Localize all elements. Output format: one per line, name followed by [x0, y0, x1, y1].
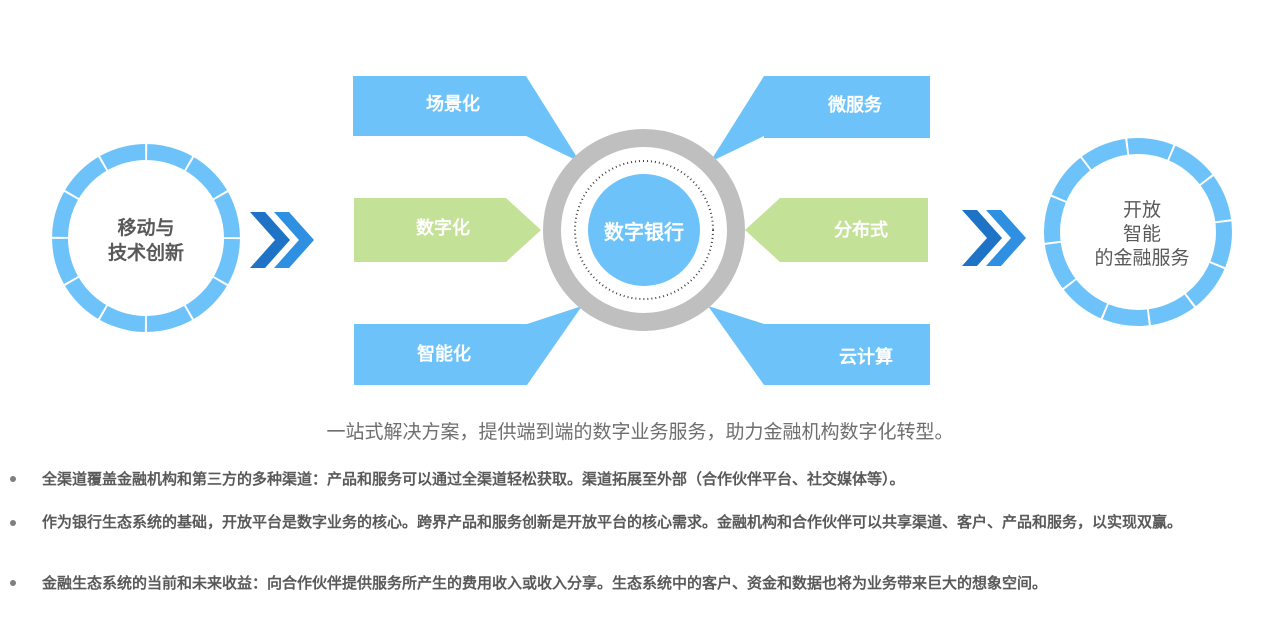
arrow-mid-right-label: 分布式	[834, 219, 888, 241]
box-bottom-left: 智能化	[354, 306, 582, 385]
arrow-mid-left-label: 数字化	[416, 217, 470, 239]
box-bottom-right: 云计算	[708, 306, 930, 385]
bullet-item-2: 作为银行生态系统的基础，开放平台是数字业务的核心。跨界产品和服务创新是开放平台的…	[42, 513, 1183, 531]
box-top-right-label: 微服务	[827, 94, 883, 116]
right-circle-line3: 的金融服务	[1094, 247, 1189, 269]
tagline: 一站式解决方案，提供端到端的数字业务服务，助力金融机构数字化转型。	[326, 421, 954, 443]
box-top-right: 微服务	[710, 76, 930, 162]
bullet-dot-3	[10, 580, 16, 586]
center-hub: 数字银行	[543, 129, 745, 331]
banking-diagram: 移动与 技术创新 开放 智能 的金融服务 场景化 微服务 智能化	[51, 76, 1233, 385]
right-circle-line2: 智能	[1123, 223, 1161, 245]
bullet-item-1: 全渠道覆盖金融机构和第三方的多种渠道：产品和服务可以通过全渠道轻松获取。渠道拓展…	[42, 470, 905, 488]
bullet-dot-1	[10, 476, 16, 482]
arrow-mid-left: 数字化	[354, 198, 541, 262]
left-circle-line2: 技术创新	[108, 241, 184, 264]
left-double-chevron-icon	[250, 212, 314, 268]
bullet-dot-2	[10, 520, 16, 526]
right-circle-line1: 开放	[1123, 199, 1161, 221]
box-top-left: 场景化	[353, 76, 580, 162]
box-top-left-label: 场景化	[426, 93, 480, 115]
right-circle: 开放 智能 的金融服务	[1043, 137, 1233, 327]
center-label: 数字银行	[604, 220, 684, 244]
arrow-mid-right: 分布式	[745, 198, 928, 262]
left-circle-line1: 移动与	[117, 216, 174, 239]
box-bottom-left-label: 智能化	[417, 343, 471, 365]
bullet-item-3: 金融生态系统的当前和未来收益：向合作伙伴提供服务所产生的费用收入或收入分享。生态…	[42, 574, 1048, 592]
right-double-chevron-icon	[962, 210, 1026, 266]
left-circle: 移动与 技术创新	[51, 143, 241, 333]
box-bottom-right-label: 云计算	[839, 346, 893, 368]
